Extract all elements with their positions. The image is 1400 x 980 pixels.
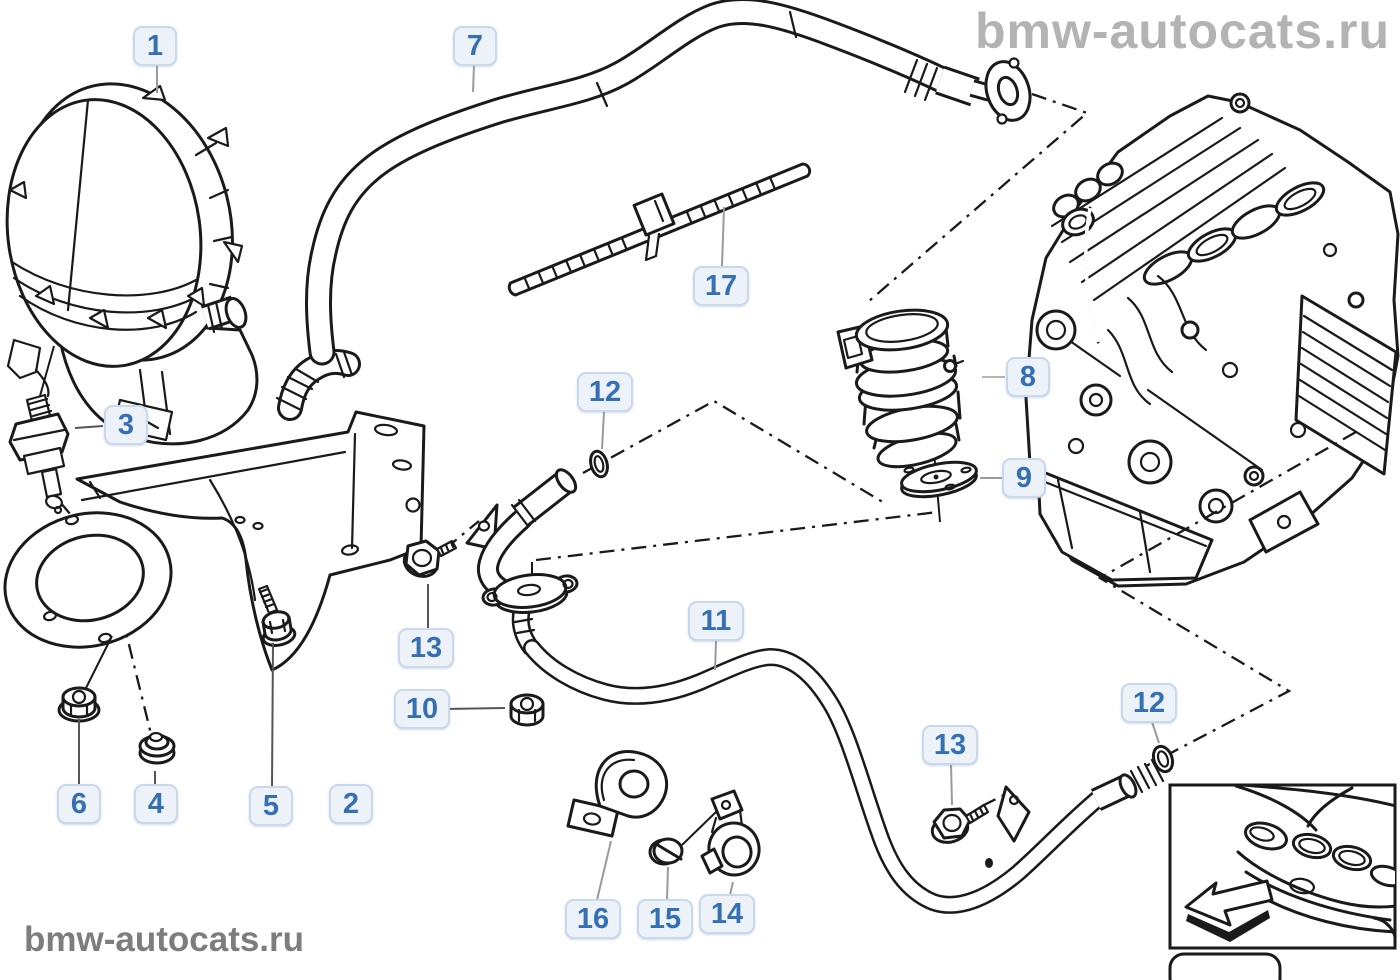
leader-line-16	[596, 840, 612, 901]
part-callout-11[interactable]: 11	[688, 601, 744, 641]
part-callout-8[interactable]: 8	[1006, 357, 1050, 397]
check-valve-drawing	[836, 308, 965, 469]
leader-line-17	[721, 206, 725, 267]
leader-line-3	[74, 425, 104, 429]
p-clamp-drawing	[566, 750, 669, 838]
leader-line-5	[271, 642, 274, 788]
watermark-bottom-left: bmw-autocats.ru	[24, 920, 305, 959]
o-ring-12b-drawing	[1151, 744, 1175, 774]
leader-line-14	[729, 881, 734, 896]
engine-block-drawing	[1024, 92, 1400, 588]
part-callout-17[interactable]: 17	[693, 266, 749, 306]
leader-line-11	[714, 640, 717, 671]
part-callout-15[interactable]: 15	[637, 899, 693, 939]
mounting-bracket-drawing	[3, 410, 426, 672]
part-callout-5[interactable]: 5	[249, 786, 293, 826]
leader-line-13b	[950, 763, 953, 806]
leader-line-12a	[601, 411, 605, 450]
bolt-13-left-drawing	[402, 539, 458, 578]
screw-15-drawing	[648, 837, 684, 866]
part-callout-6[interactable]: 6	[57, 784, 101, 824]
leader-line-15	[666, 866, 669, 901]
pipe-upper-drawing	[465, 468, 579, 655]
air-hose-drawing	[275, 0, 1032, 421]
part-callout-12a[interactable]: 12	[577, 372, 633, 412]
leader-line-12b	[1151, 721, 1160, 744]
clamp-14-drawing	[700, 789, 761, 877]
leader-line-7	[472, 64, 475, 93]
cable-tie-drawing	[507, 162, 812, 297]
bolt-13-right-drawing	[930, 803, 990, 844]
part-callout-16[interactable]: 16	[565, 899, 621, 939]
car-front-icon	[1228, 785, 1395, 946]
part-callout-3[interactable]: 3	[104, 405, 148, 445]
air-pipe-drawing	[523, 639, 1165, 914]
part-callout-12b[interactable]: 12	[1121, 683, 1177, 723]
o-ring-12a-drawing	[589, 449, 609, 479]
hex-nut-10-drawing	[509, 693, 545, 727]
bottom-tab	[1168, 952, 1282, 980]
gasket-drawing	[900, 460, 978, 499]
corner-panel	[1168, 783, 1397, 980]
part-callout-4[interactable]: 4	[134, 784, 178, 824]
hex-nut-4-drawing	[138, 731, 176, 765]
direction-arrow-icon	[1184, 879, 1274, 942]
part-callout-2[interactable]: 2	[329, 784, 373, 824]
hex-nut-6-drawing	[57, 635, 113, 723]
part-callout-10[interactable]: 10	[394, 689, 450, 729]
watermark-top-right: bmw-autocats.ru	[974, 3, 1390, 59]
bolt-5-drawing	[257, 584, 297, 647]
part-callout-1[interactable]: 1	[133, 26, 177, 66]
air-pump-drawing	[5, 82, 259, 446]
leader-lines	[74, 64, 1160, 901]
part-callout-13b[interactable]: 13	[922, 725, 978, 765]
part-callout-9[interactable]: 9	[1002, 458, 1046, 498]
part-callout-14[interactable]: 14	[699, 894, 755, 934]
pressure-sensor-drawing	[8, 393, 70, 515]
part-callout-13a[interactable]: 13	[398, 628, 454, 668]
leader-line-10	[443, 707, 506, 710]
part-callout-7[interactable]: 7	[453, 26, 497, 66]
